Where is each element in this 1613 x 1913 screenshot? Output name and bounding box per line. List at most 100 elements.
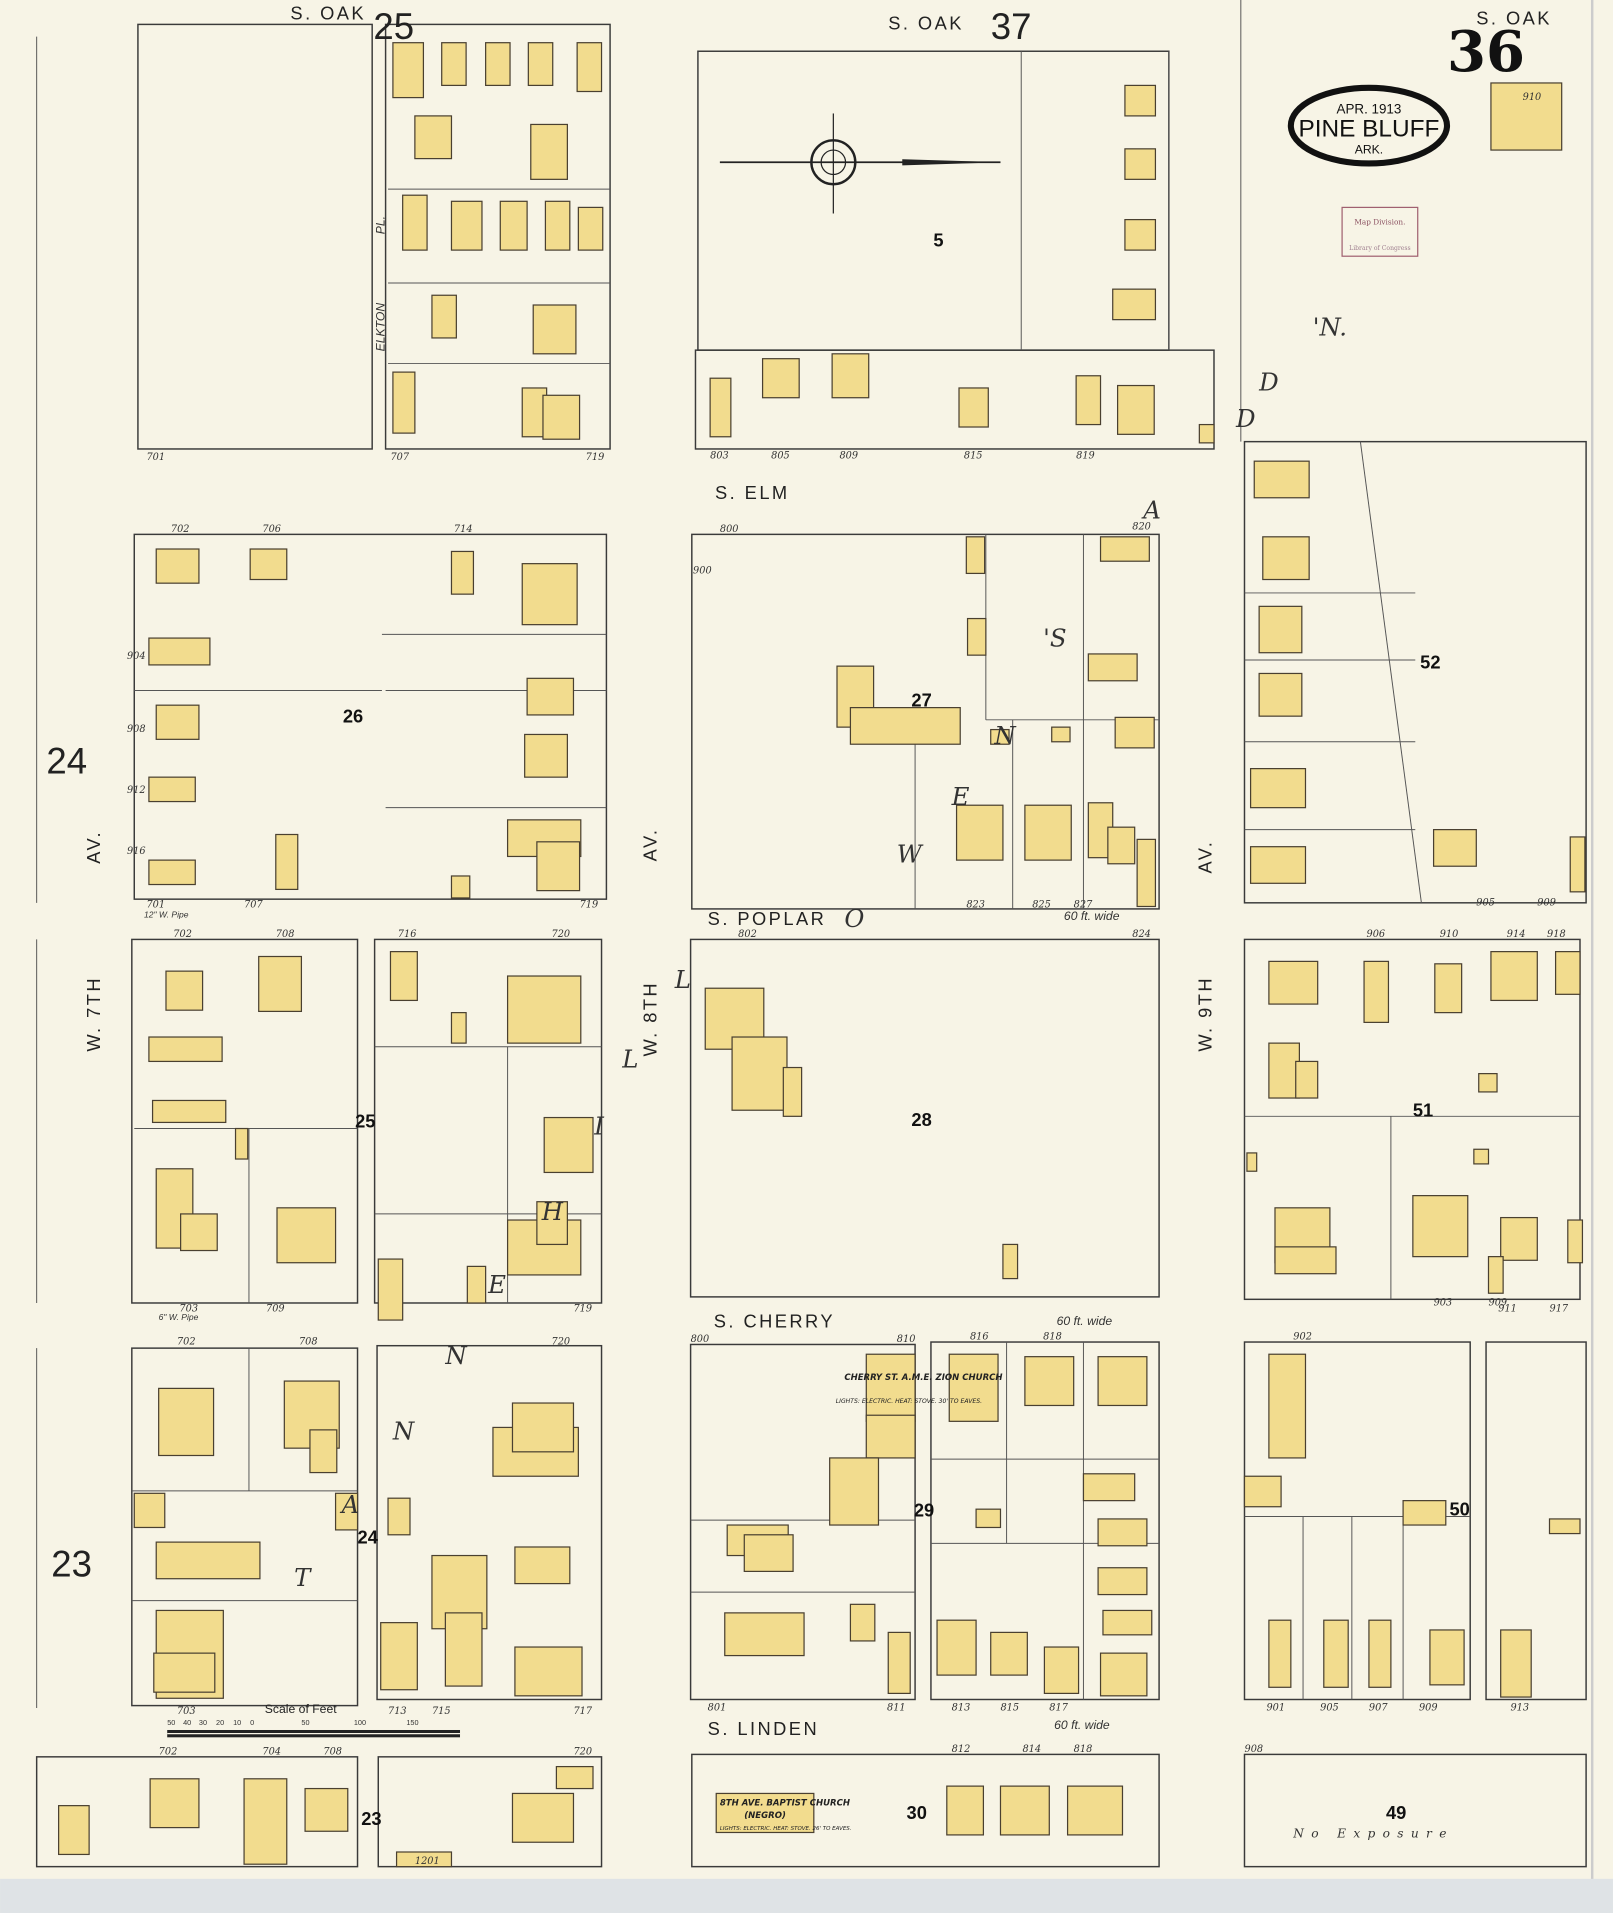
house-number: 714 bbox=[454, 524, 473, 535]
building-footprint bbox=[1429, 1629, 1465, 1686]
building-footprint bbox=[576, 42, 603, 93]
house-number: 823 bbox=[966, 900, 985, 911]
building-footprint bbox=[58, 1805, 90, 1856]
addition-letter-owens: D bbox=[1235, 404, 1256, 433]
house-number: 701 bbox=[146, 452, 165, 463]
addition-letter-owens: 'S bbox=[1043, 624, 1066, 653]
street-w-9th: W. 9TH bbox=[1195, 976, 1216, 1052]
house-number: 805 bbox=[771, 451, 790, 462]
house-number: 903 bbox=[1434, 1297, 1453, 1308]
building-footprint bbox=[1262, 536, 1310, 581]
block-number-26: 26 bbox=[343, 705, 363, 726]
building-footprint bbox=[1268, 960, 1319, 1005]
house-number: 717 bbox=[573, 1706, 592, 1717]
building-footprint bbox=[450, 550, 475, 595]
building-footprint bbox=[133, 1492, 166, 1529]
house-number: 702 bbox=[177, 1336, 196, 1347]
building-footprint bbox=[1097, 1356, 1148, 1407]
addition-letter-owens: 'N. bbox=[1313, 313, 1347, 342]
city-block bbox=[377, 1756, 603, 1868]
house-number: 913 bbox=[1510, 1702, 1529, 1713]
building-footprint bbox=[334, 1492, 359, 1531]
city-block bbox=[384, 23, 611, 450]
house-number: 820 bbox=[1132, 521, 1151, 532]
house-number: 801 bbox=[708, 1702, 727, 1713]
house-number: 813 bbox=[952, 1702, 971, 1713]
church-name-ame-zion: CHERRY ST. A.M.E. ZION CHURCH bbox=[844, 1373, 1002, 1383]
building-footprint bbox=[865, 1414, 916, 1459]
building-footprint bbox=[948, 1353, 999, 1422]
street-s-cherry: S. CHERRY bbox=[714, 1310, 835, 1331]
addition-letter-owens: A bbox=[1141, 496, 1161, 525]
building-footprint bbox=[532, 304, 577, 355]
building-footprint bbox=[392, 371, 416, 434]
addition-letter-tannehill: T bbox=[294, 1563, 312, 1592]
svg-text:Map Division.: Map Division. bbox=[1354, 217, 1405, 226]
cartouche-date: APR. 1913 bbox=[1337, 101, 1402, 116]
building-footprint bbox=[380, 1622, 418, 1691]
city-block bbox=[133, 533, 608, 900]
house-number: 817 bbox=[1049, 1702, 1068, 1713]
block-number-24: 24 bbox=[358, 1526, 379, 1547]
house-number: 816 bbox=[970, 1332, 989, 1343]
building-footprint bbox=[389, 951, 418, 1002]
building-footprint bbox=[1368, 1619, 1392, 1688]
no-exposure-note: No Exposure bbox=[1292, 1826, 1453, 1840]
house-number: 702 bbox=[171, 524, 190, 535]
block-number-28: 28 bbox=[911, 1109, 931, 1130]
building-footprint bbox=[1087, 653, 1138, 682]
house-number: 905 bbox=[1320, 1702, 1339, 1713]
building-footprint bbox=[243, 1778, 288, 1865]
house-number: 1201 bbox=[415, 1856, 440, 1867]
building-footprint bbox=[1473, 1148, 1490, 1165]
street-s-oak-right: S. OAK bbox=[1476, 7, 1552, 28]
house-number: 803 bbox=[710, 451, 729, 462]
city-block bbox=[689, 1343, 916, 1701]
building-footprint bbox=[1412, 1195, 1469, 1258]
building-footprint bbox=[506, 975, 582, 1044]
building-footprint bbox=[151, 1099, 227, 1124]
house-number: 720 bbox=[552, 929, 571, 940]
street-s-linden: S. LINDEN bbox=[708, 1718, 819, 1739]
house-number: 715 bbox=[432, 1706, 451, 1717]
building-footprint bbox=[304, 1787, 349, 1832]
house-number: 812 bbox=[952, 1744, 971, 1755]
addition-letter-owens: N bbox=[993, 721, 1017, 750]
house-number: 909 bbox=[1419, 1702, 1438, 1713]
addition-letter-owens: D bbox=[1258, 367, 1279, 396]
block-number-5: 5 bbox=[933, 229, 943, 250]
city-block bbox=[930, 1341, 1160, 1701]
city-block bbox=[1485, 1341, 1587, 1701]
house-number: 719 bbox=[586, 452, 605, 463]
north-arrow-compass bbox=[719, 113, 1001, 214]
house-number: 815 bbox=[1000, 1702, 1019, 1713]
adjacent-sheet-23: 23 bbox=[51, 1543, 92, 1584]
building-footprint bbox=[521, 563, 578, 626]
building-footprint bbox=[975, 1508, 1002, 1529]
city-block bbox=[376, 1344, 603, 1701]
building-footprint bbox=[1124, 218, 1157, 251]
addition-letter-tannehill: N bbox=[444, 1341, 468, 1370]
house-number: 908 bbox=[127, 724, 146, 735]
city-block bbox=[137, 23, 373, 450]
building-footprint bbox=[955, 804, 1004, 861]
building-footprint bbox=[1112, 288, 1157, 321]
addition-letter-owens: E bbox=[951, 782, 970, 811]
addition-letter-tannehill: L bbox=[621, 1045, 638, 1074]
house-number: 706 bbox=[262, 524, 281, 535]
building-footprint bbox=[180, 1213, 218, 1252]
city-block bbox=[691, 1753, 1160, 1868]
building-footprint bbox=[536, 1201, 568, 1246]
house-number: 713 bbox=[388, 1706, 407, 1717]
block-outlines bbox=[35, 0, 1587, 1868]
building-footprint bbox=[165, 970, 204, 1011]
building-footprint bbox=[831, 353, 870, 399]
house-number: 708 bbox=[276, 929, 295, 940]
building-footprint bbox=[466, 1265, 487, 1304]
house-number: 709 bbox=[266, 1304, 285, 1315]
building-footprint bbox=[234, 1127, 249, 1160]
house-number: 802 bbox=[738, 929, 757, 940]
building-footprint bbox=[544, 200, 571, 251]
